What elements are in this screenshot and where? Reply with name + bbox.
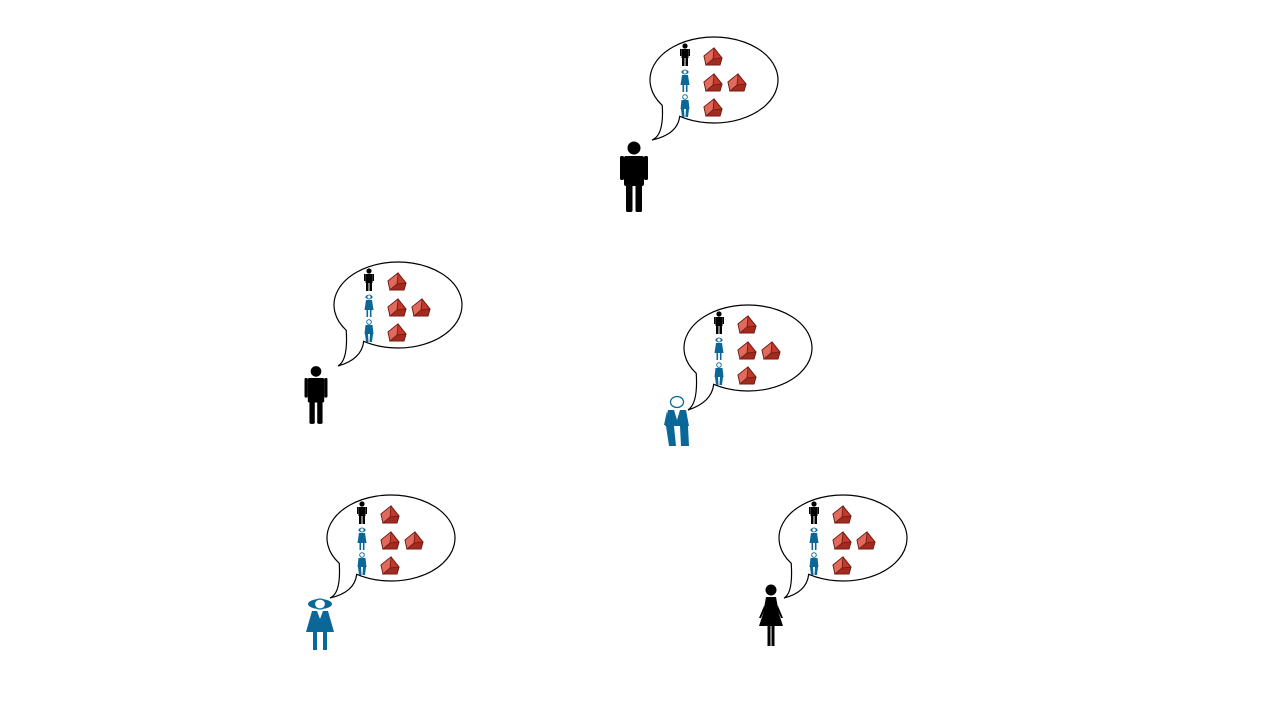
center-blue-man-man-icon (664, 395, 689, 446)
top-man-man-icon (620, 141, 648, 212)
bottom-left-blue-woman-speech-bubble (326, 494, 456, 599)
bottom-right-black-woman-speech-bubble (778, 494, 908, 599)
bottom-right-black-woman-woman-icon (759, 584, 783, 646)
top-man-speech-bubble (649, 36, 779, 141)
bottom-left-blue-woman-woman-icon (306, 598, 334, 650)
center-blue-man-speech-bubble (683, 304, 813, 411)
left-man-speech-bubble (333, 261, 463, 367)
left-man-man-icon (304, 366, 328, 424)
